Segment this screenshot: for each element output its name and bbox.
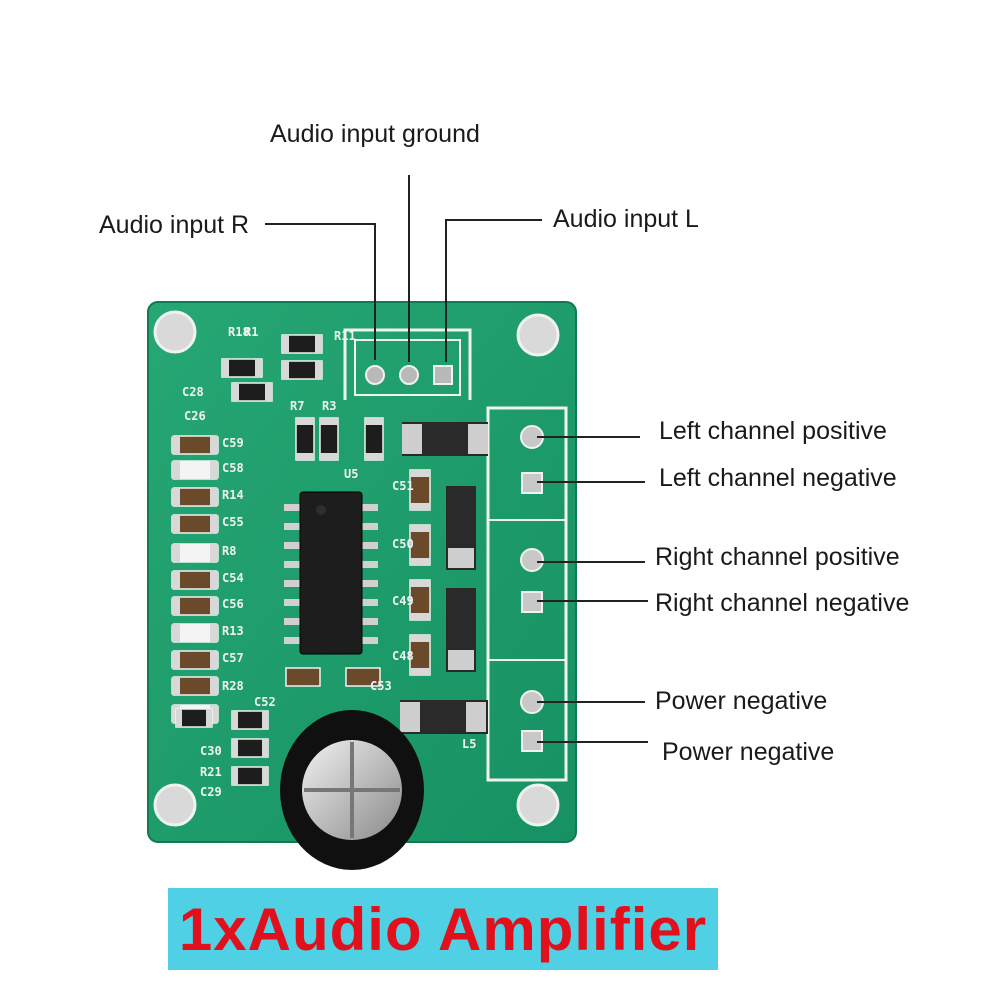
silk-label: C50 bbox=[392, 537, 414, 551]
ic-pin bbox=[362, 637, 378, 644]
smd-part bbox=[319, 417, 339, 461]
smd-components-left bbox=[171, 334, 323, 786]
smd-part bbox=[171, 676, 219, 696]
leader-lines bbox=[265, 175, 648, 743]
smd-part bbox=[345, 667, 381, 687]
silk-label: C28 bbox=[182, 385, 204, 399]
amplifier-ic bbox=[284, 491, 378, 655]
smd-part bbox=[231, 382, 273, 402]
smd-part bbox=[285, 667, 321, 687]
smd-part bbox=[281, 360, 323, 380]
silk-label: C29 bbox=[200, 785, 222, 799]
silk-label: C52 bbox=[254, 695, 276, 709]
smd-part bbox=[171, 596, 219, 616]
smd-part bbox=[409, 634, 431, 676]
ic-pin bbox=[284, 542, 300, 549]
ic-pin bbox=[362, 618, 378, 625]
smd-part bbox=[409, 524, 431, 566]
smd-inductors bbox=[400, 422, 488, 734]
silk-label: C49 bbox=[392, 594, 414, 608]
smd-part bbox=[364, 417, 384, 461]
mounting-holes bbox=[153, 310, 560, 827]
ic-pin bbox=[284, 599, 300, 606]
label-power-negative-1: Power negative bbox=[655, 687, 828, 715]
label-power-negative-2: Power negative bbox=[662, 738, 835, 766]
smd-part bbox=[171, 435, 219, 455]
silk-label: R28 bbox=[222, 679, 244, 693]
silk-label: R14 bbox=[222, 488, 244, 502]
silk-label: L5 bbox=[462, 737, 476, 751]
silk-label: C48 bbox=[392, 649, 414, 663]
smd-part bbox=[171, 650, 219, 670]
silk-label: C57 bbox=[222, 651, 244, 665]
ic-pin bbox=[284, 618, 300, 625]
silk-label: R21 bbox=[200, 765, 222, 779]
ic-pin bbox=[284, 580, 300, 587]
smd-part bbox=[231, 738, 269, 758]
ic-pin bbox=[284, 561, 300, 568]
smd-part bbox=[171, 623, 219, 643]
ic-pin bbox=[362, 542, 378, 549]
smd-part bbox=[409, 469, 431, 511]
ic-pin bbox=[362, 599, 378, 606]
smd-part bbox=[221, 358, 263, 378]
smd-part bbox=[171, 487, 219, 507]
smd-part bbox=[171, 543, 219, 563]
silk-label: C58 bbox=[222, 461, 244, 475]
smd-part bbox=[281, 334, 323, 354]
label-audio-input-r: Audio input R bbox=[99, 211, 250, 239]
ic-pin bbox=[362, 580, 378, 587]
silk-label: R7 bbox=[290, 399, 304, 413]
ic-pin bbox=[362, 523, 378, 530]
smd-part bbox=[409, 579, 431, 621]
silk-label: R11 bbox=[334, 329, 356, 343]
label-left-channel-negative: Left channel negative bbox=[659, 464, 897, 492]
smd-part bbox=[171, 570, 219, 590]
input-connector bbox=[343, 328, 472, 400]
ic-pin bbox=[284, 504, 300, 511]
label-left-channel-positive: Left channel positive bbox=[659, 417, 887, 445]
ic-pin bbox=[284, 523, 300, 530]
smd-part bbox=[231, 766, 269, 786]
silk-label: C51 bbox=[392, 479, 414, 493]
smd-part bbox=[295, 417, 315, 461]
label-audio-input-l: Audio input L bbox=[553, 205, 699, 233]
ic-pin bbox=[284, 637, 300, 644]
silk-label: C30 bbox=[200, 744, 222, 758]
label-right-channel-positive: Right channel positive bbox=[655, 543, 900, 571]
product-title: 1xAudio Amplifier bbox=[178, 895, 708, 963]
smd-part bbox=[231, 710, 269, 730]
smd-part bbox=[175, 708, 213, 728]
smd-part bbox=[171, 514, 219, 534]
silk-label: C53 bbox=[370, 679, 392, 693]
silk-label: R1 bbox=[244, 325, 258, 339]
silk-label: R18 bbox=[228, 325, 250, 339]
electrolytic-capacitor bbox=[280, 710, 424, 870]
smd-part bbox=[171, 460, 219, 480]
silk-label: C59 bbox=[222, 436, 244, 450]
silk-label: R3 bbox=[322, 399, 336, 413]
ic-pin bbox=[362, 504, 378, 511]
label-audio-input-ground: Audio input ground bbox=[270, 120, 480, 148]
silk-label: C26 bbox=[184, 409, 206, 423]
silk-label: U5 bbox=[344, 467, 358, 481]
label-right-channel-negative: Right channel negative bbox=[655, 589, 910, 617]
silk-label: C56 bbox=[222, 597, 244, 611]
product-title-banner: 1xAudio Amplifier bbox=[168, 888, 718, 970]
silk-label: C54 bbox=[222, 571, 244, 585]
ic-pin bbox=[362, 561, 378, 568]
silk-label: R13 bbox=[222, 624, 244, 638]
silk-label: R8 bbox=[222, 544, 236, 558]
smd-components-middle bbox=[285, 417, 431, 687]
silk-label: C55 bbox=[222, 515, 244, 529]
